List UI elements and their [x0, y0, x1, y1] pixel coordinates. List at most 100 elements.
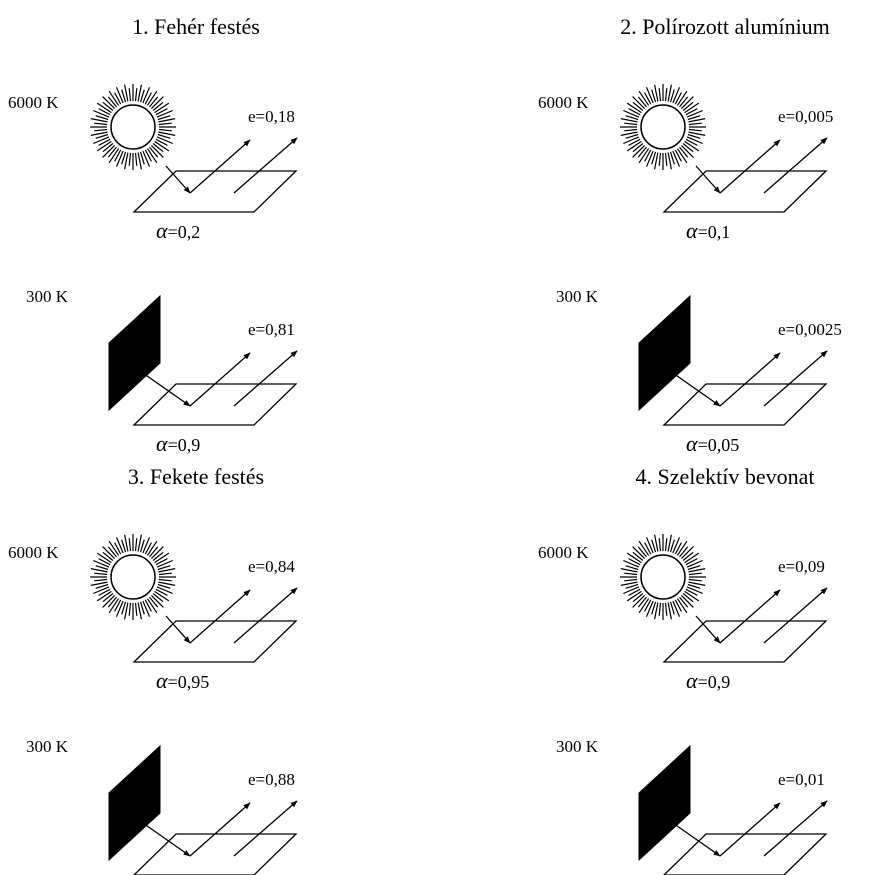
sun-ray	[620, 581, 638, 586]
sun-ray	[124, 534, 129, 552]
sun-ray	[93, 136, 110, 145]
sun-ray	[688, 568, 706, 573]
emissivity-label: e=0,81	[248, 320, 295, 339]
sun-ray	[684, 102, 700, 114]
temperature-label: 300 K	[26, 287, 69, 306]
sun-ray	[625, 115, 639, 121]
surface-plate	[132, 170, 298, 213]
sun-ray	[684, 590, 700, 602]
sun-ray	[654, 602, 659, 620]
sun-ray	[94, 128, 108, 132]
sun-ray	[679, 146, 689, 158]
sun-ray	[637, 546, 647, 558]
sun-ray	[658, 538, 662, 552]
temperature-label: 6000 K	[538, 93, 589, 112]
absorptivity-value: =0,1	[698, 222, 731, 242]
reflected-ray-arrow	[189, 589, 251, 644]
blackbody-panel-icon	[638, 294, 691, 412]
sun-ray	[669, 601, 675, 615]
sun-ray	[98, 588, 111, 596]
sun-ray	[156, 586, 173, 595]
sun-ray	[672, 150, 681, 167]
sun-ray	[102, 96, 116, 110]
absorptivity-label: α=0,9	[686, 668, 730, 693]
sun-ray	[637, 96, 647, 108]
sun-ray	[102, 594, 116, 608]
temperature-label: 6000 K	[8, 93, 59, 112]
sun-ray	[687, 133, 701, 139]
sun-ray	[684, 140, 700, 152]
sun-ray	[121, 539, 127, 553]
sun-ray	[90, 118, 108, 123]
reflected-ray-arrow	[719, 802, 781, 857]
sun-ray	[680, 144, 694, 158]
sun-ray	[638, 540, 650, 556]
sun-ray	[157, 583, 171, 589]
sun-ray	[149, 546, 159, 558]
emissivity-label: e=0,005	[778, 107, 833, 126]
absorptivity-label: α=0,9	[156, 431, 200, 456]
sun-ray	[114, 92, 122, 105]
emitted-ray-arrow	[763, 587, 828, 644]
sun-ray	[680, 96, 694, 110]
sun-ray	[146, 148, 158, 164]
sun-ray	[96, 590, 112, 602]
sun-ray	[688, 131, 706, 136]
sun-ray	[158, 131, 176, 136]
sun-icon	[90, 84, 176, 170]
sun-ray	[124, 152, 129, 170]
sun-ray	[674, 149, 682, 162]
sun-ray	[102, 593, 114, 603]
sun-ray	[688, 118, 706, 123]
sun-ray	[624, 122, 638, 126]
sun-ray	[154, 552, 170, 564]
sun-ray	[152, 143, 164, 153]
sun-ray	[644, 599, 652, 612]
sun-ray	[645, 87, 654, 104]
sun-ray	[150, 144, 164, 158]
emissivity-label: e=0,84	[248, 557, 295, 576]
temperature-label: 6000 K	[8, 543, 59, 562]
absorptivity-label: α=0,1	[686, 218, 730, 243]
sun-ray	[158, 581, 176, 586]
sun-ray	[95, 115, 109, 121]
emitted-ray-arrow	[763, 137, 828, 194]
sun-ray	[152, 593, 164, 603]
sun-ray	[644, 92, 652, 105]
sun-ray	[96, 140, 112, 152]
sun-ray	[144, 599, 152, 612]
sun-ray	[115, 600, 124, 617]
sun-ray	[142, 87, 151, 104]
sun-ray	[134, 152, 138, 166]
absorptivity-value: =0,9	[698, 672, 731, 692]
sun-ray	[645, 537, 654, 554]
sun-ray	[146, 540, 158, 556]
sun-ray	[620, 118, 638, 123]
sun-ray	[121, 89, 127, 103]
sun-ray	[686, 586, 703, 595]
sun-ray	[624, 128, 638, 132]
sun-ray	[158, 118, 176, 123]
sun-ray	[667, 534, 672, 552]
sun-ray	[669, 539, 675, 553]
sun-ray	[623, 136, 640, 145]
case-blackbody: 300 K e=0,81 α=0,9	[26, 287, 298, 456]
sun-ray	[688, 578, 702, 582]
sun-ray	[108, 540, 120, 556]
sun-ray	[128, 152, 132, 166]
surface-plate	[132, 383, 298, 426]
sun-ray	[632, 593, 644, 603]
sun-ray	[625, 133, 639, 139]
sun-ray	[90, 568, 108, 573]
sun-ray	[679, 546, 689, 558]
sun-ray	[108, 90, 120, 106]
sun-ray	[154, 102, 170, 114]
sun-ray	[156, 559, 173, 568]
alpha-symbol: α	[156, 431, 168, 456]
sun-ray	[651, 601, 657, 615]
sun-ray	[674, 542, 682, 555]
sun-ray	[90, 131, 108, 136]
sun-ray	[157, 565, 171, 571]
alpha-symbol: α	[156, 218, 168, 243]
sun-ray	[637, 596, 647, 608]
